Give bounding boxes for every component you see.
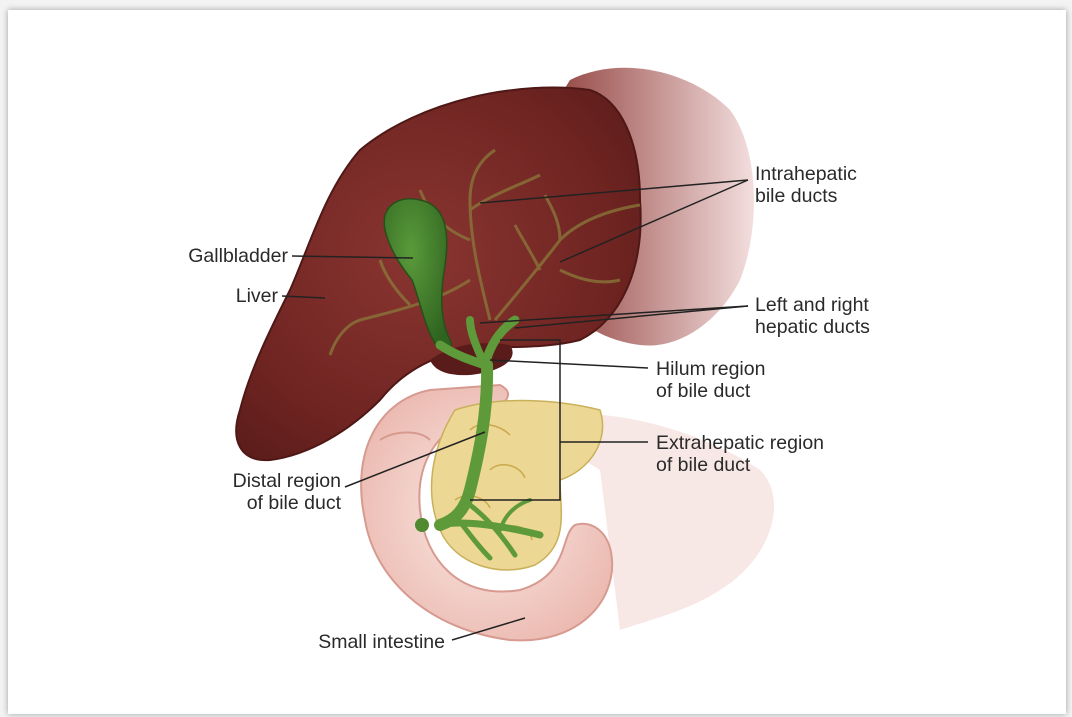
label-small-intestine: Small intestine [280, 631, 445, 653]
label-distal-region: Distal region of bile duct [195, 470, 341, 514]
ampulla [415, 518, 429, 532]
label-hilum-region: Hilum region of bile duct [656, 358, 765, 402]
label-liver: Liver [205, 285, 278, 307]
label-gallbladder: Gallbladder [160, 245, 288, 267]
label-hepatic-ducts: Left and right hepatic ducts [755, 294, 870, 338]
label-intrahepatic-bile-ducts: Intrahepatic bile ducts [755, 163, 857, 207]
label-extrahepatic-region: Extrahepatic region of bile duct [656, 432, 824, 476]
